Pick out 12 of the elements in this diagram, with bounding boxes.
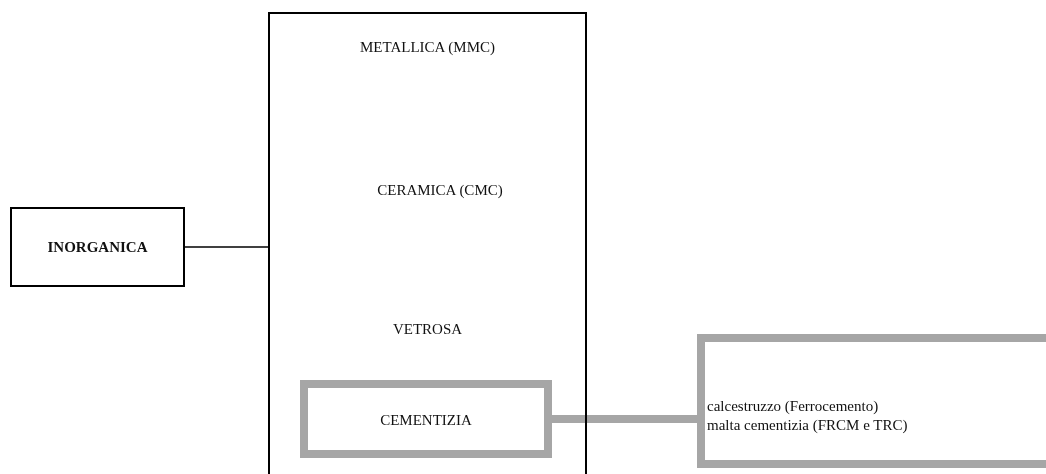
box-label: calcestruzzo (Ferrocemento) [707, 398, 879, 415]
connector-line [184, 246, 269, 248]
box-label: CEMENTIZIA [379, 412, 473, 429]
box-label: malta cementizia (FRCM e TRC) [707, 417, 908, 434]
box-label: METALLICA (MMC) [358, 39, 496, 56]
box [268, 12, 587, 474]
box-label: INORGANICA [46, 239, 149, 256]
box [697, 334, 1046, 468]
box-label: VETROSA [391, 321, 464, 338]
box-label: CERAMICA (CMC) [376, 182, 504, 199]
box [300, 380, 552, 458]
box [10, 207, 185, 287]
